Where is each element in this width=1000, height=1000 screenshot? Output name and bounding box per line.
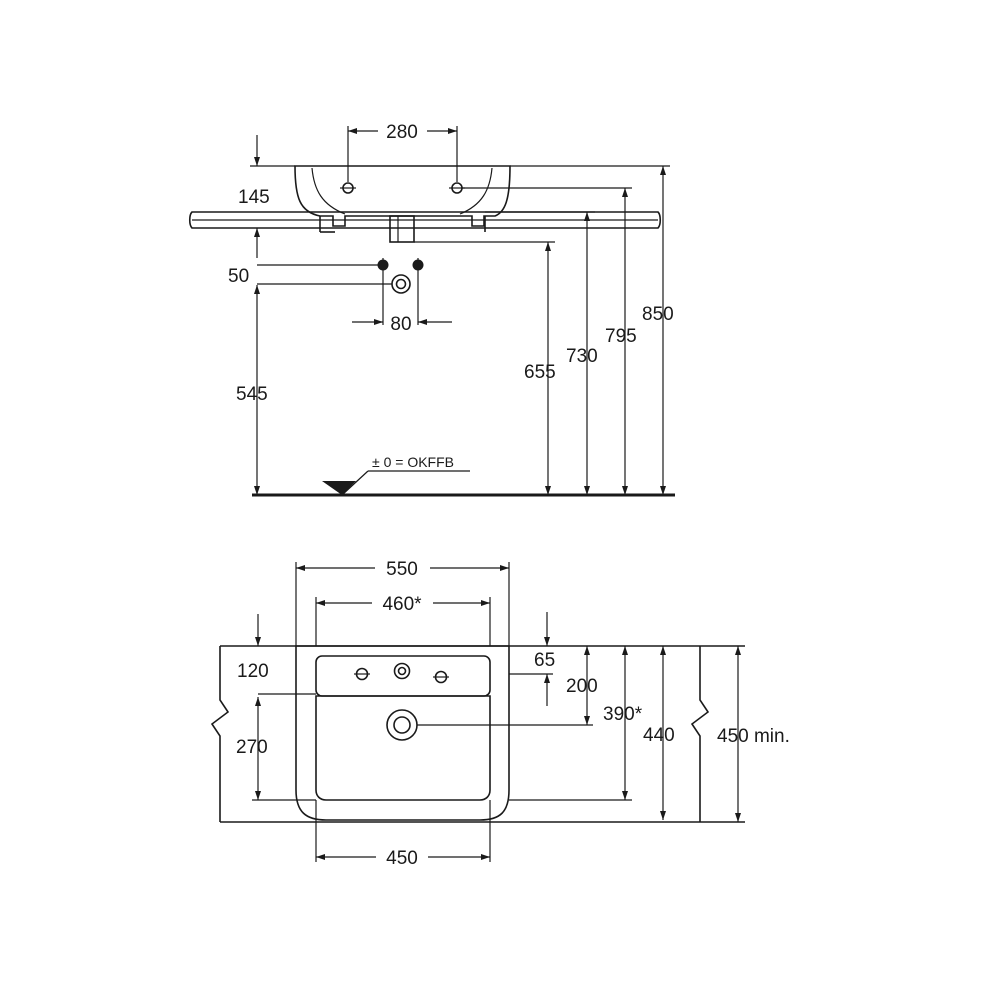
dim-390: 390*	[603, 704, 643, 725]
dim-460: 460*	[382, 594, 422, 615]
dim-280: 280	[386, 122, 418, 143]
side-view: ± 0 = OKFFB 280 145 50 80	[188, 122, 675, 497]
dim-min-projection: 450 min.	[717, 646, 790, 822]
dim-200: 200	[566, 676, 598, 697]
dim-tap-spacing: 280	[347, 122, 458, 182]
dim-bowl-width: 450	[315, 800, 491, 869]
dim-supply-vertical: 50	[228, 264, 392, 287]
dim-730: 730	[566, 346, 598, 367]
dim-65: 65	[534, 650, 555, 671]
dim-supply-horizontal: 80	[352, 314, 452, 335]
dim-overall-width: 550	[295, 559, 510, 646]
dim-270: 270	[236, 737, 268, 758]
plan-view: 550 460* 120 270 65	[210, 559, 790, 869]
dim-overall-depth: 440	[643, 646, 675, 820]
dim-450-min: 450 min.	[717, 726, 790, 747]
dim-supply-height: 545	[236, 285, 268, 495]
dim-rim-offset: 145	[238, 135, 295, 258]
wall-shelf	[188, 211, 662, 229]
dim-waste-offset: 270	[236, 697, 316, 801]
dim-550: 550	[386, 559, 418, 580]
dim-waste-from-wall: 200	[417, 646, 598, 726]
dim-450: 450	[386, 848, 418, 869]
dim-fixing-depth: 390*	[509, 646, 643, 801]
dim-545: 545	[236, 384, 268, 405]
dim-rim-height: 850	[510, 165, 674, 495]
dim-80: 80	[390, 314, 411, 335]
basin-plan	[295, 645, 510, 821]
floor-reference-label: ± 0 = OKFFB	[372, 454, 454, 470]
dim-850: 850	[642, 304, 674, 325]
dim-795: 795	[605, 326, 637, 347]
dim-50: 50	[228, 266, 249, 287]
dim-waste-height: 655	[414, 241, 556, 495]
dim-tap-hole-height: 795	[462, 187, 637, 495]
dim-overflow: 65	[509, 612, 555, 706]
dim-underside-height: 730	[485, 211, 598, 495]
dim-440: 440	[643, 725, 675, 746]
dim-tap-from-wall: 120	[237, 614, 316, 695]
basin-side	[294, 165, 511, 243]
dim-fixing-distance: 460*	[315, 594, 491, 646]
dim-120: 120	[237, 661, 269, 682]
dim-655: 655	[524, 362, 556, 383]
floor-level-symbol: ± 0 = OKFFB	[322, 454, 470, 496]
dim-145: 145	[238, 187, 270, 208]
supply-connections	[377, 258, 424, 325]
